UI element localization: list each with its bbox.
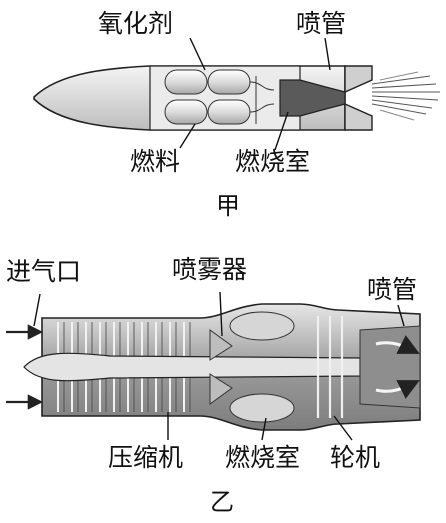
leader-air-intake xyxy=(33,293,41,327)
oxidizer-tanks xyxy=(164,69,251,95)
exhaust-arrow-lower xyxy=(375,380,420,399)
caption-b: 乙 xyxy=(210,488,234,516)
leader-fuel-injector xyxy=(219,291,223,337)
label-combustion-a: 燃烧室 xyxy=(235,147,310,176)
label-oxidizer: 氧化剂 xyxy=(98,9,173,38)
exhaust-arrow-upper xyxy=(375,335,420,354)
jet-engine-diagram: 进气口 喷雾器 喷管 压缩机 燃烧室 轮机 乙 xyxy=(6,255,421,516)
label-fuel: 燃料 xyxy=(130,147,180,176)
caption-a: 甲 xyxy=(216,192,240,220)
jet-fuel-injector xyxy=(209,329,233,405)
label-compressor: 压缩机 xyxy=(108,443,183,472)
jet-shaft xyxy=(23,352,361,382)
leader-turbine xyxy=(333,415,353,441)
leader-combustion-a xyxy=(274,111,289,151)
leader-fuel xyxy=(179,123,196,149)
label-nozzle-a: 喷管 xyxy=(296,9,346,38)
jet-combustion-chambers xyxy=(229,311,295,423)
label-combustion-b: 燃烧室 xyxy=(225,443,300,472)
leader-nozzle-a xyxy=(324,37,331,71)
jet-turbine xyxy=(316,316,344,418)
rocket-exhaust xyxy=(371,71,440,121)
jet-nozzle xyxy=(359,325,421,409)
label-fuel-injector: 喷雾器 xyxy=(172,255,247,284)
label-turbine: 轮机 xyxy=(330,443,380,472)
leader-nozzle-b xyxy=(397,304,405,327)
fuel-tanks xyxy=(164,99,251,125)
leader-combustion-b xyxy=(261,417,267,441)
rocket-diagram: 氧化剂 喷管 燃料 燃烧室 甲 xyxy=(33,9,440,220)
label-air-intake: 进气口 xyxy=(6,257,81,286)
leader-oxidizer xyxy=(189,37,206,71)
label-nozzle-b: 喷管 xyxy=(367,275,417,304)
rocket-nozzle xyxy=(344,65,373,131)
